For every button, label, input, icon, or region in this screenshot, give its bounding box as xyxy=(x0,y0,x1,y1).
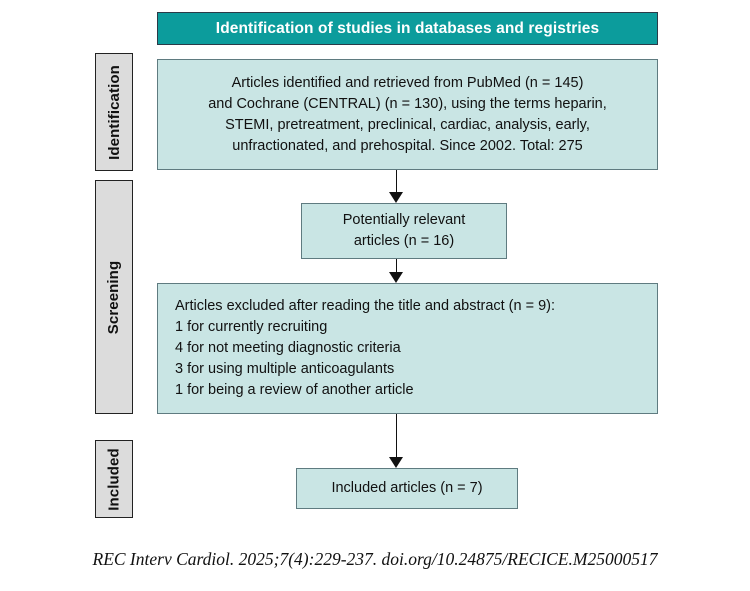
connector-excluded-to-included xyxy=(396,414,397,458)
potentially-relevant-line-1: Potentially relevant xyxy=(342,212,466,228)
records-identified-line-3: STEMI, pretreatment, preclinical, cardia… xyxy=(225,116,590,133)
arrowhead-identified-to-potential xyxy=(389,192,403,203)
phase-label-screening: Screening xyxy=(105,260,123,334)
identification-header-banner: Identification of studies in databases a… xyxy=(157,12,658,45)
phase-label-included: Included xyxy=(105,447,123,511)
included-articles-line-1: Included articles (n = 7) xyxy=(331,480,483,496)
articles-excluded-line-3: 4 for not meeting diagnostic criteria xyxy=(175,340,401,356)
phase-bar-screening: Screening xyxy=(95,180,133,414)
arrowhead-excluded-to-included xyxy=(389,457,403,468)
articles-excluded-line-1: Articles excluded after reading the titl… xyxy=(175,298,556,314)
header-banner-title: Identification of studies in databases a… xyxy=(215,19,600,37)
records-identified-box: Articles identified and retrieved from P… xyxy=(157,59,658,170)
articles-excluded-line-5: 1 for being a review of another article xyxy=(175,382,414,398)
phase-bar-included: Included xyxy=(95,440,133,518)
included-articles-box: Included articles (n = 7) xyxy=(296,468,518,509)
articles-excluded-line-4: 3 for using multiple anticoagulants xyxy=(175,361,395,377)
phase-label-identification: Identification xyxy=(105,64,123,160)
potentially-relevant-line-2: articles (n = 16) xyxy=(353,233,455,249)
phase-bar-identification: Identification xyxy=(95,53,133,171)
articles-excluded-box: Articles excluded after reading the titl… xyxy=(157,283,658,414)
citation-text: REC Interv Cardiol. 2025;7(4):229-237. d… xyxy=(92,549,658,569)
records-identified-line-1: Articles identified and retrieved from P… xyxy=(231,74,584,91)
arrowhead-potential-to-excluded xyxy=(389,272,403,283)
records-identified-line-4: unfractionated, and prehospital. Since 2… xyxy=(232,137,583,154)
articles-excluded-line-2: 1 for currently recruiting xyxy=(175,319,328,335)
potentially-relevant-box: Potentially relevant articles (n = 16) xyxy=(301,203,507,259)
records-identified-line-2: and Cochrane (CENTRAL) (n = 130), using … xyxy=(208,95,607,112)
connector-identified-to-potential xyxy=(396,170,397,194)
connector-potential-to-excluded xyxy=(396,259,397,273)
